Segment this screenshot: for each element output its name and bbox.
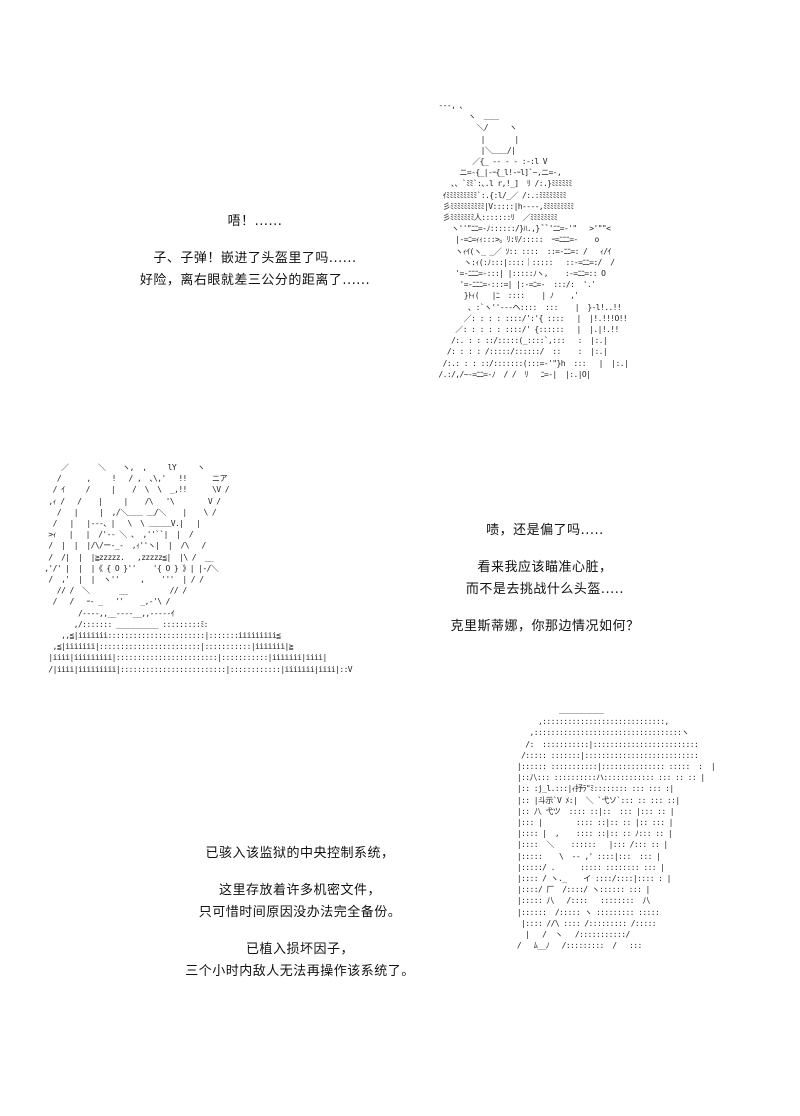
dialogue-line: 看来我应该瞄准心脏， [477, 560, 613, 575]
dialogue-line: 已植入损坏因子， [245, 942, 354, 957]
dialogue-line: 只可惜时间原因没办法完全备份。 [198, 905, 402, 920]
dialogue-line: 这里存放着许多机密文件， [218, 883, 381, 898]
christina-ascii-art: ＿＿＿＿＿＿ ,:::::::::::::::::::::::::::::, ,… [516, 706, 716, 951]
dialogue-panel-1: 唔！...... 子、子弹！嵌进了头盔里了吗...... 好险，离右眼就差三公分… [95, 211, 415, 292]
dialogue-line: 啧，还是偏了吗..... [486, 523, 604, 538]
soldier-ascii-art: -‐-, ､ ヽ ＿＿ ＼/ ヽ | | |＼＿＿/| ／{_ -‐ ‐ ‐ :… [438, 101, 629, 379]
dialogue-panel-2: 啧，还是偏了吗..... 看来我应该瞄准心脏， 而不是去挑战什么头盔..... … [395, 520, 695, 638]
dialogue-line: 好险，离右眼就差三公分的距离了...... [139, 273, 371, 288]
dialogue-line: 唔！...... [227, 214, 283, 229]
dialogue-line: 克里斯蒂娜，你那边情况如何？ [450, 619, 640, 634]
dialogue-panel-3: 已骇入该监狱的中央控制系统， 这里存放着许多机密文件， 只可惜时间原因没办法完全… [135, 843, 465, 983]
dialogue-line: 子、子弹！嵌进了头盔里了吗...... [153, 251, 357, 266]
dialogue-line: 已骇入该监狱的中央控制系统， [205, 846, 395, 861]
dialogue-line: 三个小时内敌人无法再操作该系统了。 [185, 964, 415, 979]
dialogue-line: 而不是去挑战什么头盔..... [465, 582, 625, 597]
girl-ascii-art: ／ ＼ ヽ, , lY ヽ / , ! / , ､\,' !! ニア / ｲ /… [44, 463, 353, 674]
